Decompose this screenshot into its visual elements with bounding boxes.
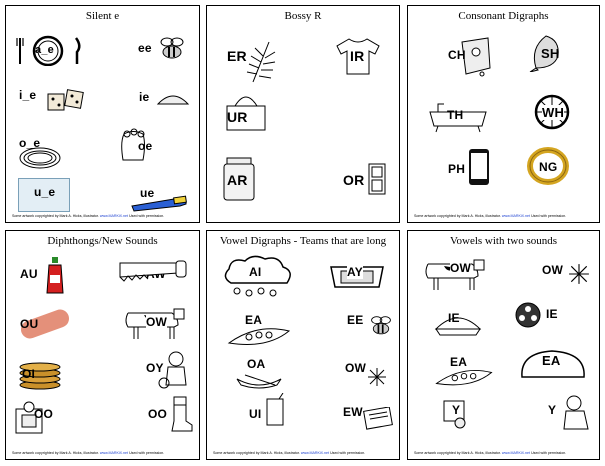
hose-coil-icon — [19, 147, 61, 169]
sound-label: OI — [22, 367, 36, 381]
sound-label: UR — [227, 109, 248, 125]
card-vowel-digraphs: Vowel Digraphs - Teams that are long AI … — [206, 230, 400, 460]
sound-label: TH — [447, 108, 464, 122]
phone-icon — [469, 149, 489, 185]
sound-label: EA — [450, 355, 468, 369]
purse-icon — [226, 96, 266, 131]
plate-fork-knife-icon — [16, 35, 81, 66]
card-diphthongs: Diphthongs/New Sounds AU AW OU OW — [5, 230, 200, 460]
sound-label: Y — [548, 403, 557, 417]
card-two-sounds: Vowels with two sounds OW OW IE IE EA — [407, 230, 600, 460]
book-person-icon — [15, 401, 43, 434]
boy-with-toy-icon — [158, 351, 187, 389]
sound-label: WH — [542, 105, 565, 120]
card-title: Silent e — [85, 10, 120, 22]
sound-label: ie — [139, 90, 150, 104]
footer-credit: Some artwork copyrighted by Mark A. Hick… — [414, 451, 567, 455]
fish-icon — [529, 35, 559, 72]
card-title: Consonant Digraphs — [458, 10, 549, 22]
pancakes-icon — [19, 362, 61, 390]
sound-label: AU — [20, 267, 38, 281]
sound-label: a_e — [35, 44, 54, 56]
footer-credit: Some artwork copyrighted by Mark A. Hick… — [12, 451, 165, 455]
pea-pod-icon — [227, 328, 291, 345]
card-consonant-digraphs: Consonant Digraphs CH SH TH WH PH — [407, 5, 600, 223]
door-icon — [368, 163, 386, 195]
baby-icon — [563, 395, 589, 430]
sound-label: AR — [227, 172, 248, 188]
bee-icon — [371, 316, 391, 335]
sound-label: IR — [350, 48, 365, 64]
tshirt-icon — [336, 38, 380, 75]
card-title: Bossy R — [284, 10, 322, 22]
dice-icon — [47, 89, 84, 111]
sound-label: ue — [140, 186, 155, 200]
film-reel-icon — [515, 302, 541, 328]
pie-icon — [434, 317, 482, 336]
sound-label: CH — [448, 48, 466, 62]
sound-label: AI — [249, 265, 262, 279]
card-silent-e: Silent e a_e ee i_e ie — [5, 5, 200, 223]
toe-icon — [121, 128, 145, 161]
cheese-icon — [461, 37, 491, 77]
sound-label: OW — [345, 361, 367, 375]
sound-label: Y — [452, 403, 461, 417]
card-bossy-r: Bossy R ER IR UR AR OR — [206, 5, 400, 223]
bathtub-icon — [429, 103, 487, 133]
sound-label: oe — [138, 139, 153, 153]
footer-credit: Some artwork copyrighted by Mark A. Hick… — [414, 214, 567, 218]
bee-icon — [160, 37, 184, 59]
sound-label: OU — [20, 317, 39, 331]
juice-box-icon — [266, 393, 284, 426]
saw-icon — [119, 260, 187, 282]
card-title: Vowels with two sounds — [449, 235, 558, 247]
sound-label: OW — [450, 261, 472, 275]
ring-icon — [527, 147, 569, 185]
ice-cube-icon — [18, 178, 70, 212]
sound-label: ER — [227, 48, 247, 64]
sound-label: UI — [249, 407, 262, 421]
fern-icon — [246, 41, 276, 83]
card-title: Diphthongs/New Sounds — [47, 235, 158, 247]
snowflake-icon — [368, 368, 386, 386]
snowflake-icon — [569, 264, 589, 284]
glue-tube-icon — [131, 195, 187, 212]
sound-label: i_e — [19, 88, 37, 102]
sound-label: ee — [138, 41, 152, 55]
rain-cloud-icon — [224, 255, 291, 297]
sound-label: NG — [539, 160, 558, 174]
sound-label: IE — [546, 307, 558, 321]
sound-label: EE — [347, 313, 364, 327]
footer-credit: Some artwork copyrighted by Mark A. Hick… — [213, 451, 366, 455]
sound-label: EA — [245, 313, 263, 327]
bandage-icon — [20, 309, 70, 339]
sound-label: OY — [146, 361, 164, 375]
sound-label: OW — [146, 315, 168, 329]
footer-credit: Some artwork copyrighted by Mark A. Hick… — [12, 214, 165, 218]
card-title: Vowel Digraphs - Teams that are long — [219, 235, 387, 247]
boat-icon — [236, 374, 282, 389]
sound-label: AY — [347, 265, 363, 279]
sound-label: SH — [541, 46, 560, 61]
sound-label: OO — [34, 407, 54, 421]
sound-label: OO — [148, 407, 168, 421]
sound-label: u_e — [34, 185, 56, 199]
sound-label: EA — [542, 353, 561, 368]
sound-label: PH — [448, 162, 466, 176]
sound-label: OW — [542, 263, 564, 277]
sauce-bottle-icon — [46, 257, 64, 294]
pie-icon — [156, 95, 190, 105]
sound-label: OA — [247, 357, 266, 371]
newspaper-icon — [363, 407, 393, 430]
sound-label: EW — [343, 405, 363, 419]
sound-label: IE — [448, 311, 460, 325]
jar-icon — [223, 157, 255, 201]
pea-pod-icon — [435, 369, 493, 386]
sound-label: o_e — [19, 136, 41, 150]
boot-icon — [171, 396, 193, 432]
yarn-icon — [443, 400, 466, 429]
sound-label: OR — [343, 172, 365, 188]
